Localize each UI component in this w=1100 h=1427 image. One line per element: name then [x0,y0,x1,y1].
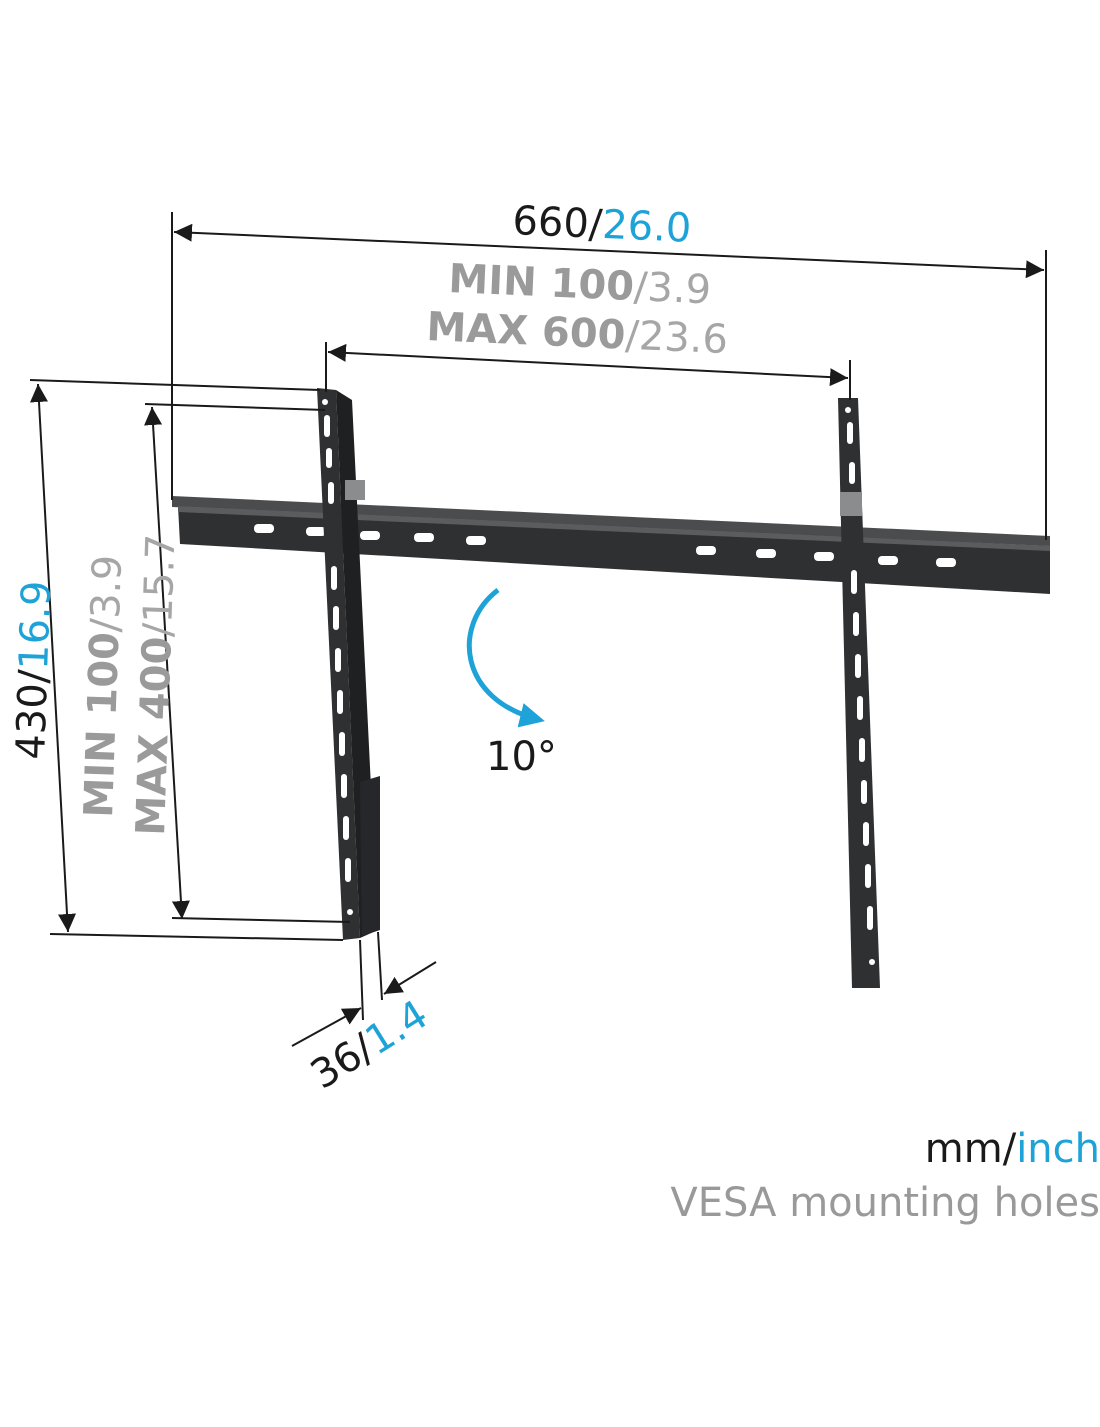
svg-text:36/1.4: 36/1.4 [303,992,436,1099]
overall-width-label: 660/26.0 [512,198,693,252]
svg-text:MIN 100/3.9: MIN 100/3.9 [76,554,131,818]
vesa-v-max-sep: / [135,622,181,638]
units-inch: inch [1016,1126,1100,1172]
vesa-v-min-sep: / [82,617,128,633]
overall-height-label: 430/16.9 [8,580,60,760]
overall-width-sep: / [588,201,604,248]
tilt-angle-label: 10° [486,734,557,780]
vesa-v-max-inch: 15.7 [135,533,184,624]
units-mm: mm [924,1126,1003,1172]
vesa-legend: VESA mounting holes [670,1180,1100,1226]
vesa-v-min-label: MIN [76,729,125,819]
wall-plate-slots [254,524,956,567]
left-vertical-arm [317,388,380,940]
units-legend: mm/inch [925,1126,1100,1172]
vesa-v-max-mm: 400 [132,636,181,721]
svg-text:MAX 600/23.6: MAX 600/23.6 [426,304,729,363]
vesa-h-max-label: MAX [426,304,530,354]
units-sep: / [1002,1126,1017,1172]
svg-text:660/26.0: 660/26.0 [512,198,693,252]
vesa-h-min-inch: 3.9 [646,265,712,314]
svg-text:MAX 400/15.7: MAX 400/15.7 [128,533,184,836]
vesa-h-min-label: MIN [448,256,538,306]
svg-text:430/16.9: 430/16.9 [8,580,60,760]
tilt-arrow-icon [466,588,545,728]
vesa-vertical-label: MIN 100/3.9 MAX 400/15.7 [76,533,184,836]
right-vertical-arm [838,398,880,988]
vesa-horizontal-label: MIN 100/3.9 MAX 600/23.6 [426,256,729,363]
vesa-h-max-mm: 600 [541,309,626,359]
vesa-h-min-mm: 100 [550,260,635,310]
depth-label: 36/1.4 [303,992,436,1099]
tilt-unit: ° [537,734,557,780]
vesa-h-min-sep: / [633,264,649,311]
overall-width-inch: 26.0 [601,202,692,252]
tilt-value: 10 [486,734,537,780]
svg-text:10°: 10° [486,734,557,780]
vesa-h-max-inch: 23.6 [638,313,729,363]
overall-width-mm: 660 [512,198,590,247]
vesa-h-max-sep: / [624,313,640,360]
vesa-v-min-mm: 100 [80,631,129,716]
dimension-lines [29,212,1047,1047]
vesa-v-min-inch: 3.9 [83,554,131,619]
overall-height-mm: 430 [8,682,57,760]
overall-height-inch: 16.9 [11,580,60,671]
vesa-v-max-label: MAX [128,733,178,836]
svg-text:MIN 100/3.9: MIN 100/3.9 [448,256,712,313]
overall-height-sep: / [11,668,57,684]
wall-plate [172,496,1050,594]
